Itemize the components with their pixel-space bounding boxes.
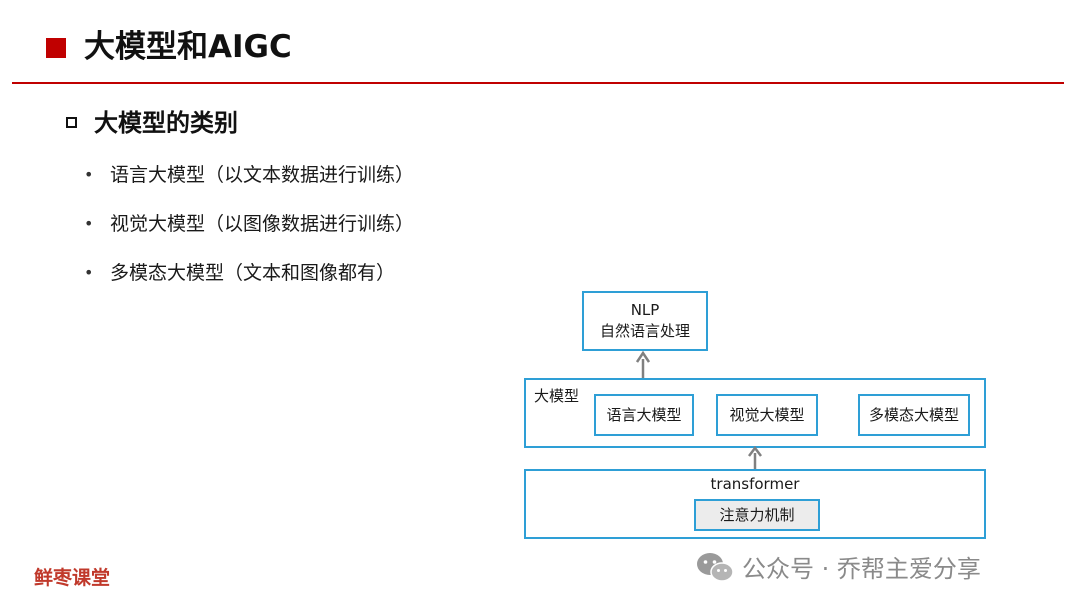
title-divider bbox=[12, 82, 1064, 84]
nlp-box: NLP 自然语言处理 bbox=[582, 291, 708, 351]
watermark-text: 公众号 · 乔帮主爱分享 bbox=[742, 555, 981, 583]
attention-box: 注意力机制 bbox=[694, 499, 820, 531]
transformer-label: transformer bbox=[710, 475, 800, 493]
page-title: 大模型和AIGC bbox=[84, 29, 292, 65]
arrow-up-icon bbox=[748, 446, 762, 472]
watermark: 公众号 · 乔帮主爱分享 bbox=[696, 549, 981, 584]
title-marker bbox=[46, 38, 66, 58]
subtitle-marker-icon bbox=[66, 117, 77, 128]
multimodal-model-box: 多模态大模型 bbox=[858, 394, 970, 436]
nlp-label: NLP bbox=[630, 301, 660, 319]
bullet-text: 语言大模型（以文本数据进行训练） bbox=[110, 164, 415, 186]
brand-label: 鲜枣课堂 bbox=[34, 567, 111, 589]
bullet-text: 视觉大模型（以图像数据进行训练） bbox=[110, 213, 415, 235]
vision-model-box: 视觉大模型 bbox=[716, 394, 818, 436]
large-model-box: 大模型 语言大模型 视觉大模型 多模态大模型 bbox=[524, 378, 986, 448]
bullet-text: 多模态大模型（文本和图像都有） bbox=[110, 262, 396, 284]
transformer-box: transformer 注意力机制 bbox=[524, 469, 986, 539]
bullet-dot-icon: • bbox=[84, 214, 94, 233]
language-model-box: 语言大模型 bbox=[594, 394, 694, 436]
wechat-icon bbox=[697, 552, 734, 582]
bullet-dot-icon: • bbox=[84, 263, 94, 282]
section-subtitle: 大模型的类别 bbox=[94, 109, 238, 137]
bullet-dot-icon: • bbox=[84, 165, 94, 184]
nlp-sublabel: 自然语言处理 bbox=[599, 322, 690, 340]
large-model-label: 大模型 bbox=[534, 387, 580, 405]
